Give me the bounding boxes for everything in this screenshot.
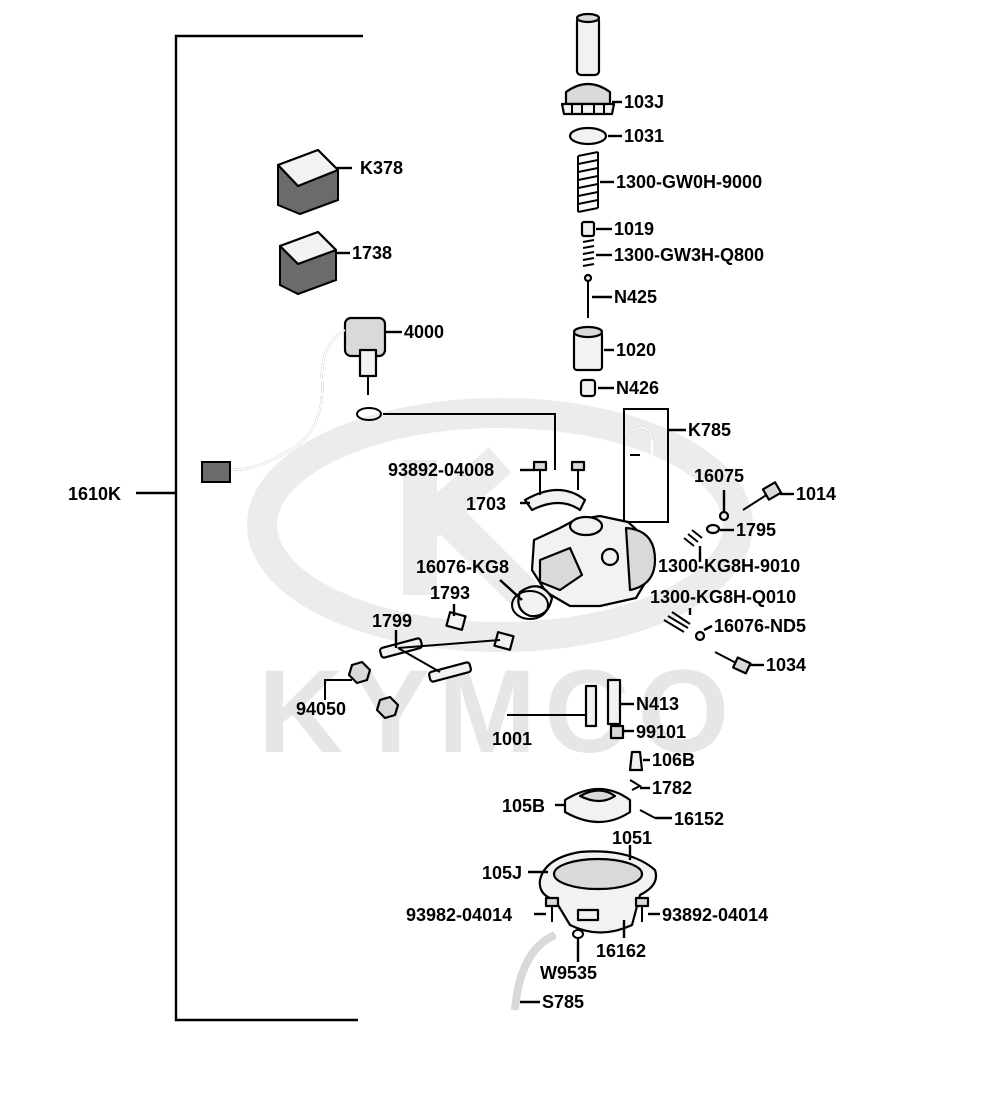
part-1034-screw — [714, 651, 752, 675]
label-93892-04008: 93892-04008 — [388, 460, 494, 480]
label-16076-kg8: 16076-KG8 — [416, 557, 509, 577]
part-16152-pin — [639, 809, 656, 819]
part-4000-auto-choke — [201, 316, 387, 483]
label-1738: 1738 — [352, 243, 392, 263]
label-16075: 16075 — [694, 466, 744, 486]
label-4000: 4000 — [404, 322, 444, 342]
part-1795-washer — [705, 523, 721, 535]
part-n425-needle — [583, 273, 593, 318]
label-105j: 105J — [482, 863, 522, 883]
part-16075-oring — [718, 510, 730, 522]
label-105b: 105B — [502, 796, 545, 816]
part-1019-clip — [580, 220, 596, 238]
part-1014-screw — [742, 481, 783, 511]
label-k785: K785 — [688, 420, 731, 440]
label-1031: 1031 — [624, 126, 664, 146]
part-1793-insulators — [445, 611, 515, 651]
part-1738-cover — [278, 230, 338, 296]
label-1793: 1793 — [430, 583, 470, 603]
label-103j: 103J — [624, 92, 664, 112]
part-k378-cover — [276, 148, 340, 216]
part-n413-jets — [584, 678, 622, 728]
part-93892-04014-screw — [634, 896, 650, 922]
label-n425: N425 — [614, 287, 657, 307]
label-1300-kg8h-q010: 1300-KG8H-Q010 — [650, 587, 796, 607]
label-94050: 94050 — [296, 699, 346, 719]
label-16152: 16152 — [674, 809, 724, 829]
label-n426: N426 — [616, 378, 659, 398]
label-1782: 1782 — [652, 778, 692, 798]
part-1300-gw3h-q800-spring — [582, 239, 595, 267]
part-16076-nd5-oring — [694, 630, 706, 642]
label-1610k: 1610K — [68, 484, 121, 504]
leader-lines — [335, 100, 794, 1004]
label-1799: 1799 — [372, 611, 412, 631]
part-1799-studs — [378, 637, 501, 683]
label-w9535: W9535 — [540, 963, 597, 983]
part-105j-float-bowl — [538, 850, 658, 934]
part-1300-gw0h-9000-spring — [577, 151, 599, 213]
label-1703: 1703 — [466, 494, 506, 514]
bracket-1610k — [136, 34, 363, 1022]
label-99101: 99101 — [636, 722, 686, 742]
part-1300-kg8h-9010-spring — [683, 529, 703, 547]
part-103j-cap — [560, 82, 616, 116]
part-oring — [356, 407, 382, 421]
part-n426-jet — [579, 378, 597, 398]
label-1300-gw3h-q800: 1300-GW3H-Q800 — [614, 245, 764, 265]
part-1300-kg8h-q010-spring — [663, 611, 691, 633]
label-1001: 1001 — [492, 729, 532, 749]
label-106b: 106B — [652, 750, 695, 770]
label-1300-gw0h-9000: 1300-GW0H-9000 — [616, 172, 762, 192]
label-93892-04014: 93892-04014 — [662, 905, 768, 925]
label-93982-04014: 93982-04014 — [406, 905, 512, 925]
part-94050-nuts — [324, 660, 400, 720]
part-105b-float — [563, 788, 632, 823]
part-1020-slide — [572, 325, 604, 372]
label-1051: 1051 — [612, 828, 652, 848]
line-oring-to-body — [383, 413, 556, 470]
part-1782-clip — [629, 779, 643, 791]
label-16076-nd5: 16076-ND5 — [714, 616, 806, 636]
part-106b-needle — [628, 750, 644, 772]
label-1014: 1014 — [796, 484, 836, 504]
part-16076-kg8-oring — [511, 590, 549, 620]
part-1031-washer — [568, 126, 608, 146]
part-93982-04014-screw — [544, 896, 560, 922]
label-16162: 16162 — [596, 941, 646, 961]
label-s785: S785 — [542, 992, 584, 1012]
part-k785-tube — [623, 408, 669, 523]
label-1034: 1034 — [766, 655, 806, 675]
label-1019: 1019 — [614, 219, 654, 239]
part-93892-04008-screws — [532, 460, 586, 495]
part-99101-jet — [609, 724, 625, 740]
label-k378: K378 — [360, 158, 403, 178]
watermark-brand-text: KYMCO — [258, 646, 737, 778]
part-top-tube — [575, 12, 601, 77]
label-1020: 1020 — [616, 340, 656, 360]
part-w9535-clip — [572, 929, 584, 939]
label-1795: 1795 — [736, 520, 776, 540]
part-1001-carburetor-body — [517, 514, 657, 618]
part-1703-plate — [523, 489, 587, 512]
label-n413: N413 — [636, 694, 679, 714]
label-1300-kg8h-9010: 1300-KG8H-9010 — [658, 556, 800, 576]
part-s785-hose — [511, 931, 557, 1011]
